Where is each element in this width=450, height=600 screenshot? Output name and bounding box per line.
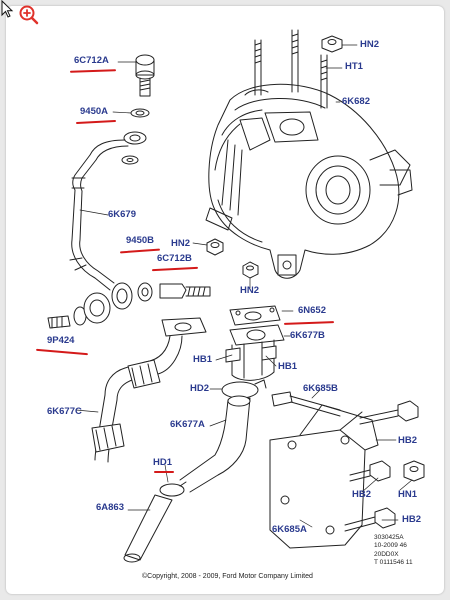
return-pipe-6k677c bbox=[91, 317, 207, 463]
hn1-nut bbox=[403, 460, 425, 482]
part-label-6k679: 6K679 bbox=[108, 209, 136, 220]
turbocharger-assembly bbox=[205, 83, 413, 279]
gasket-6n652 bbox=[229, 305, 281, 326]
oil-feed-pipe-6k679 bbox=[69, 131, 147, 310]
hb2-bolts bbox=[344, 400, 419, 532]
part-label-hb2: HB2 bbox=[402, 514, 422, 525]
part-label-hd1: HD1 bbox=[153, 457, 173, 468]
part-label-9p424: 9P424 bbox=[47, 335, 75, 346]
hn2-nut-mid bbox=[242, 261, 259, 279]
part-label-6c712a: 6C712A bbox=[74, 55, 109, 66]
part-label-6k677c: 6K677C bbox=[47, 406, 82, 417]
reference-line: 20DD0X bbox=[374, 550, 399, 558]
washer-9450a bbox=[130, 108, 150, 118]
pointer-cursor-icon bbox=[1, 0, 14, 18]
part-label-9450a: 9450A bbox=[80, 106, 108, 117]
red-underline bbox=[154, 471, 174, 473]
part-label-ht1: HT1 bbox=[345, 61, 363, 72]
clamp-hd1 bbox=[159, 481, 187, 497]
part-label-6a863: 6A863 bbox=[96, 502, 124, 513]
reference-line: 10-2009 46 bbox=[374, 542, 407, 550]
part-label-hb1: HB1 bbox=[278, 361, 298, 372]
banjo-bolt-6c712b bbox=[159, 283, 211, 299]
part-label-hn2: HN2 bbox=[171, 238, 191, 249]
part-label-6k685b: 6K685B bbox=[303, 383, 338, 394]
fitting-9p424 bbox=[47, 292, 111, 329]
banjo-bolt-6c712a bbox=[135, 54, 155, 97]
hn2-top-nut bbox=[321, 35, 343, 53]
washer-9450b bbox=[137, 282, 153, 302]
part-label-6k677b: 6K677B bbox=[290, 330, 325, 341]
bracket-6k685 bbox=[269, 404, 379, 549]
reference-line: T 0111546 11 bbox=[374, 559, 413, 567]
part-label-9450b: 9450B bbox=[126, 235, 154, 246]
leader-lines bbox=[75, 44, 413, 528]
hn2-nut-left bbox=[206, 238, 224, 256]
bolt-6k685b bbox=[271, 391, 341, 417]
part-label-hn2: HN2 bbox=[240, 285, 260, 296]
clamp-hd2 bbox=[221, 379, 267, 399]
part-label-6c712b: 6C712B bbox=[157, 253, 192, 264]
reference-line: 3030425A bbox=[374, 534, 404, 541]
part-label-6n652: 6N652 bbox=[298, 305, 326, 316]
part-label-6k682: 6K682 bbox=[342, 96, 370, 107]
part-label-hd2: HD2 bbox=[190, 383, 210, 394]
hb1-bolts bbox=[225, 345, 277, 363]
hose-6a863 bbox=[123, 494, 173, 563]
part-label-6k677a: 6K677A bbox=[170, 419, 205, 430]
diagram-frame bbox=[6, 6, 444, 594]
zoom-in-icon[interactable] bbox=[18, 4, 40, 26]
part-label-hb2: HB2 bbox=[352, 489, 372, 500]
copyright-notice: ©Copyright, 2008 - 2009, Ford Motor Comp… bbox=[142, 573, 313, 580]
part-label-hn2: HN2 bbox=[360, 39, 380, 50]
return-pipe-6k677a bbox=[179, 395, 251, 493]
part-label-6k685a: 6K685A bbox=[272, 524, 307, 535]
reference-code: 3030425A 10-2009 46 20DD0X T 0111546 11 bbox=[374, 534, 413, 568]
part-label-hn1: HN1 bbox=[398, 489, 418, 500]
part-label-hb2: HB2 bbox=[398, 435, 418, 446]
part-label-hb1: HB1 bbox=[193, 354, 213, 365]
studs bbox=[254, 29, 328, 109]
washer-lower bbox=[121, 155, 139, 165]
